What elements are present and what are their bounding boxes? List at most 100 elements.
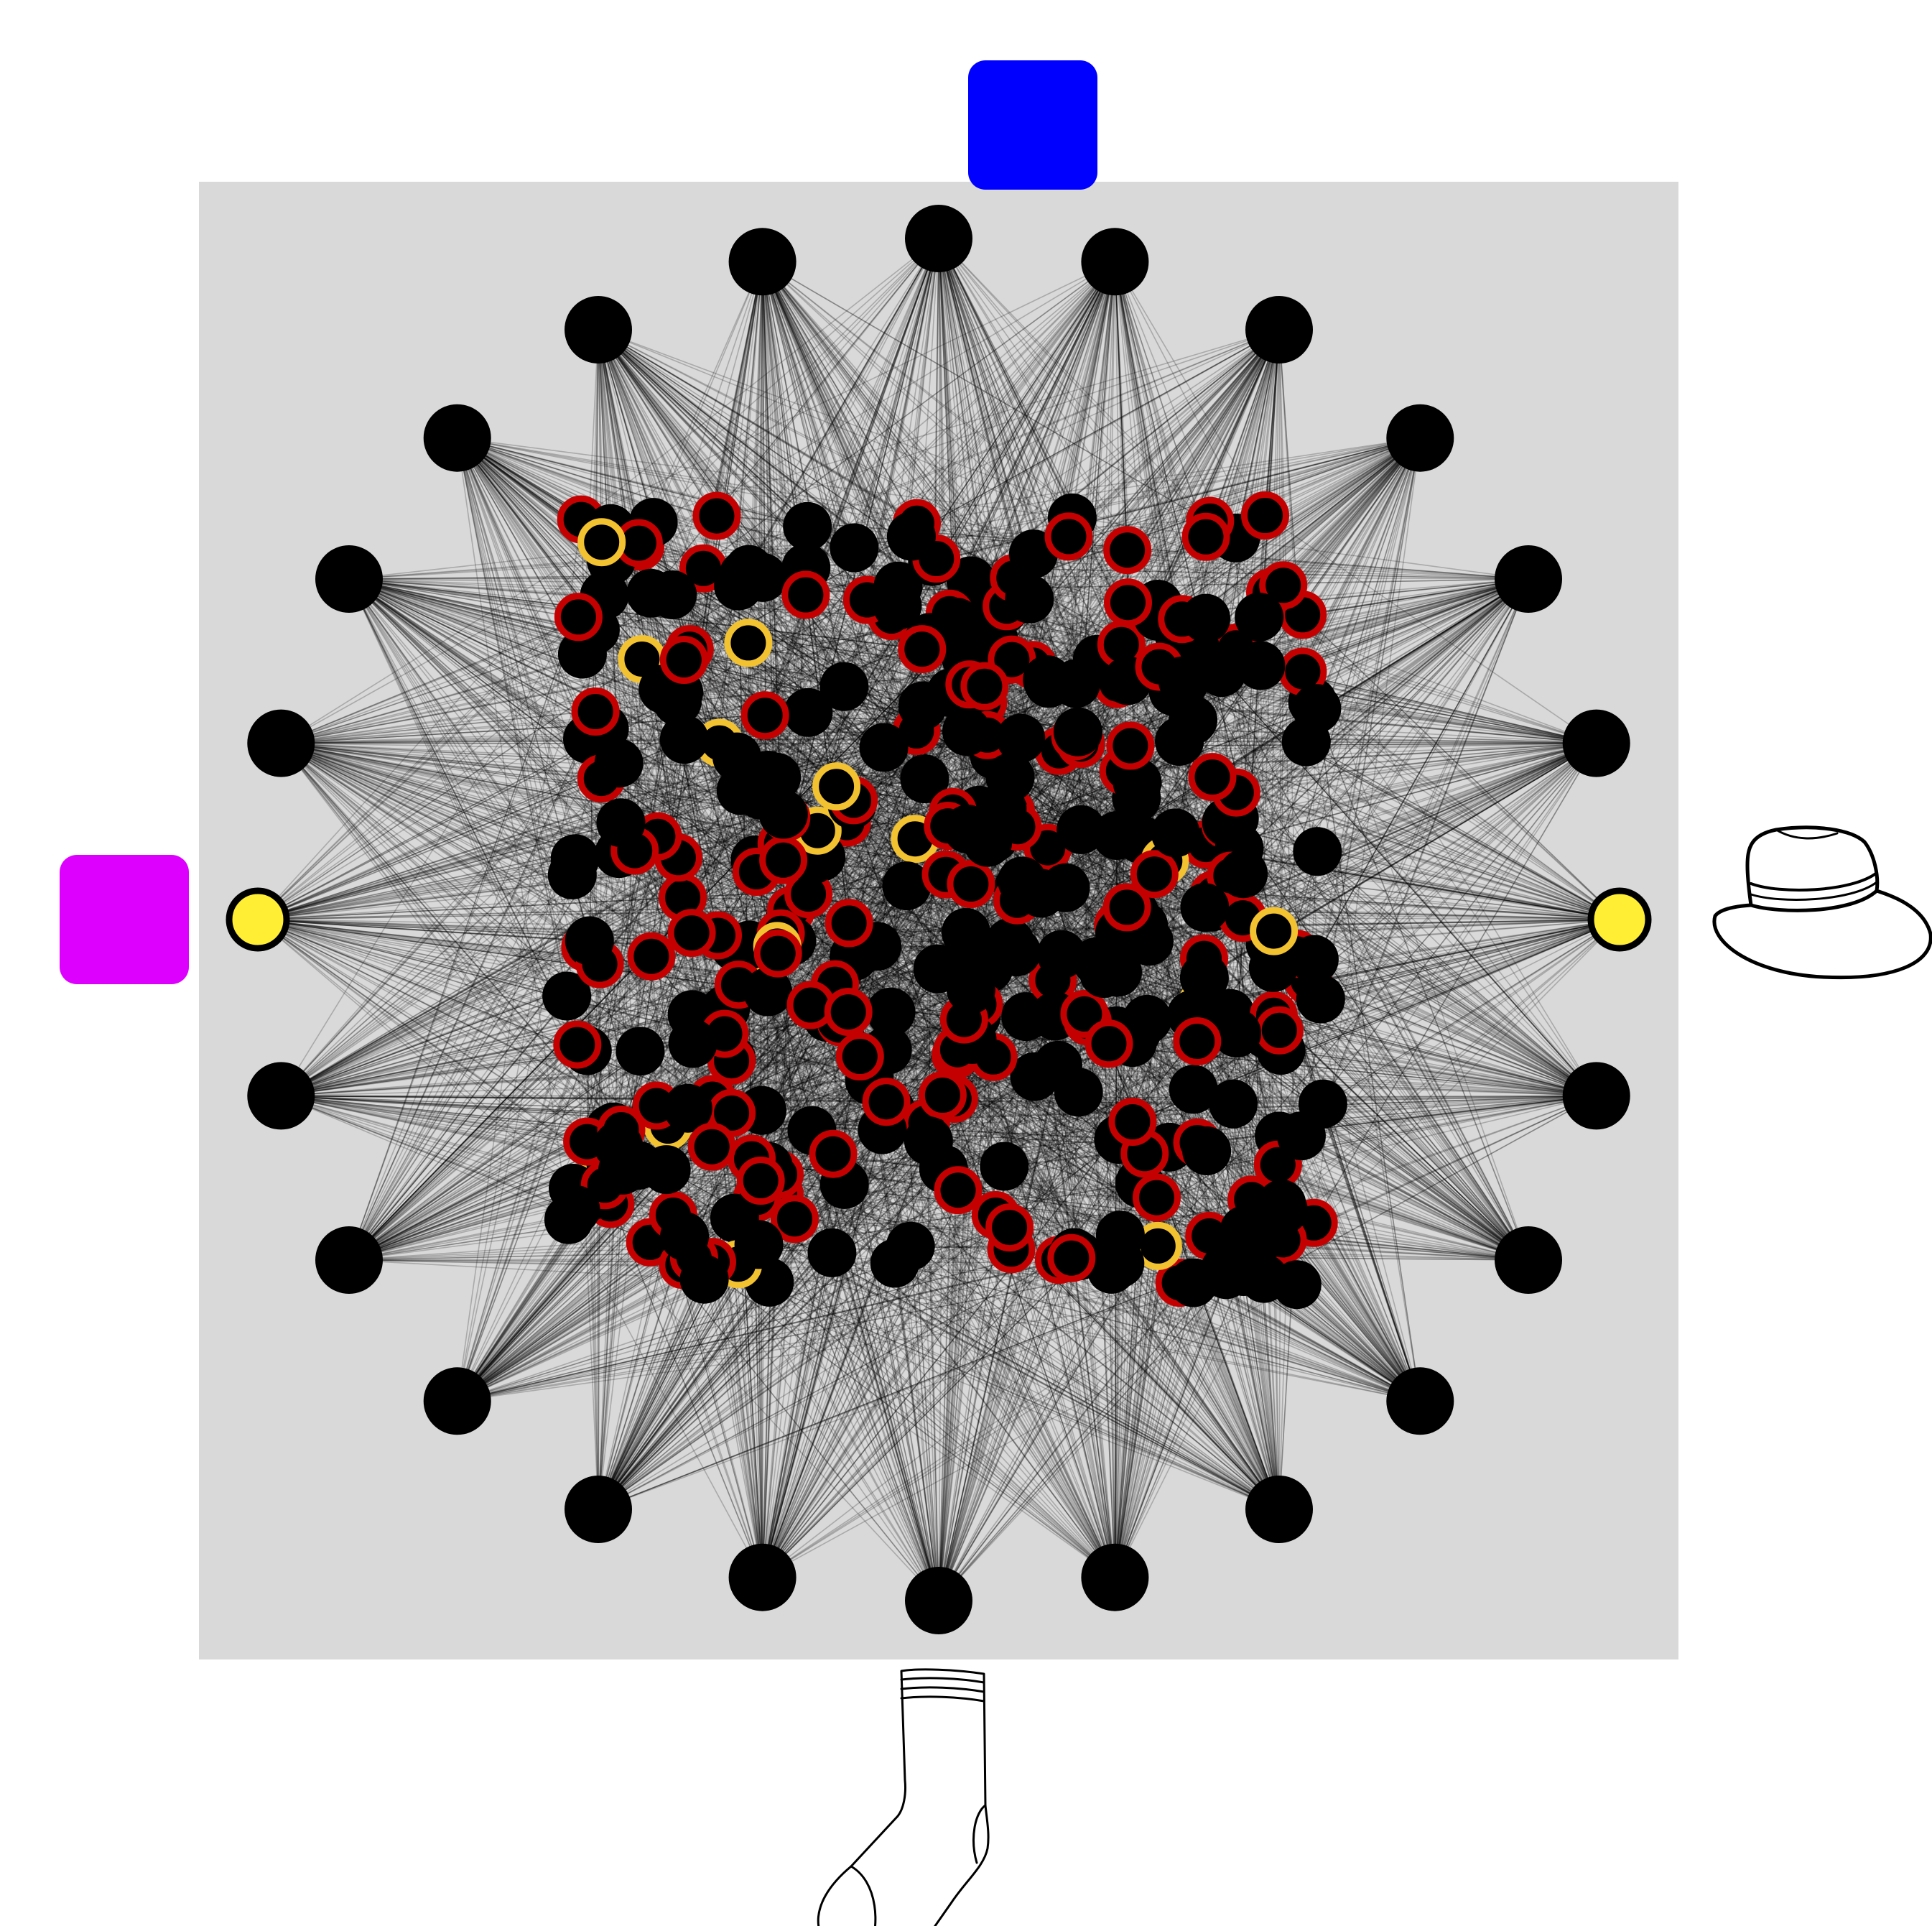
edge	[938, 238, 1073, 519]
edge	[604, 595, 749, 644]
edge	[761, 261, 845, 687]
edge	[587, 886, 1019, 1052]
edge	[938, 1135, 1280, 1601]
edge	[1114, 261, 1181, 638]
inner-cluster	[542, 491, 1347, 1310]
edge	[971, 329, 1280, 688]
edge	[281, 702, 983, 744]
outer-node	[1081, 1543, 1149, 1611]
edge	[598, 1016, 977, 1510]
edge	[1064, 261, 1116, 888]
edge	[693, 1257, 1115, 1578]
inner-node	[1239, 1254, 1288, 1303]
edge	[1243, 578, 1529, 874]
edge	[598, 1274, 1227, 1510]
inner-node	[616, 1027, 665, 1076]
inner-node	[1209, 1079, 1258, 1129]
edge	[348, 1050, 588, 1261]
edge	[853, 238, 939, 548]
edge	[1243, 917, 1620, 920]
edge	[993, 578, 1529, 839]
edge	[280, 742, 718, 936]
edge	[1114, 861, 1166, 1578]
edge	[1013, 261, 1116, 578]
edge	[598, 329, 892, 1013]
inner-node	[1235, 593, 1284, 642]
edge	[844, 1184, 1421, 1402]
edge	[1225, 824, 1529, 1261]
edge	[457, 437, 808, 527]
edge	[1157, 743, 1597, 1246]
edge	[1204, 742, 1597, 908]
edge	[894, 1262, 1421, 1402]
edge	[348, 578, 781, 934]
edge	[1322, 1103, 1421, 1402]
edge	[716, 238, 939, 517]
edge	[1316, 851, 1529, 1261]
edge	[1114, 652, 1198, 1578]
edge	[761, 719, 1194, 1578]
edge	[348, 578, 787, 818]
inner-node-red-ring	[918, 1071, 967, 1119]
inner-node	[1248, 943, 1298, 992]
edge	[457, 1032, 1237, 1402]
inner-node	[996, 713, 1046, 763]
outer-node	[565, 296, 632, 364]
edge	[598, 329, 1184, 685]
outer-node	[728, 228, 797, 296]
inner-node	[904, 1116, 953, 1165]
inner-node-red-ring	[1106, 721, 1155, 770]
edge	[281, 1095, 887, 1103]
edge	[457, 998, 1322, 1402]
edge	[712, 1261, 1115, 1578]
edge	[1278, 1029, 1529, 1261]
edge	[970, 989, 1116, 1578]
edge	[457, 437, 1073, 519]
edge	[1114, 261, 1207, 537]
edge	[281, 1095, 605, 1186]
inner-node-yellow-ring	[1250, 907, 1299, 955]
edge	[598, 1016, 977, 1510]
edge	[1311, 701, 1529, 1261]
edge	[969, 684, 1529, 1261]
edge	[1074, 736, 1280, 1136]
edge	[281, 742, 777, 778]
edge	[1002, 742, 1597, 810]
edge	[1221, 672, 1529, 1261]
edge	[761, 261, 973, 1040]
edge	[280, 742, 718, 936]
edge	[281, 983, 739, 1097]
edge	[257, 595, 605, 920]
edge	[947, 742, 1597, 827]
edge	[761, 261, 899, 587]
edge	[280, 594, 807, 1096]
edge	[1114, 1274, 1227, 1578]
edge	[938, 238, 1211, 522]
edge	[348, 1050, 641, 1261]
edge	[653, 238, 939, 523]
inner-node-red-ring	[960, 662, 1009, 710]
edge	[740, 742, 1597, 792]
edge	[1269, 592, 1620, 920]
edge	[1080, 743, 1597, 1097]
inner-node	[734, 1220, 784, 1269]
inner-node	[1258, 1185, 1308, 1235]
edge	[761, 637, 931, 1578]
edge	[280, 826, 793, 1097]
edge	[1212, 578, 1529, 778]
hat-icon	[1712, 825, 1932, 980]
edge	[817, 238, 939, 831]
edge	[672, 261, 763, 596]
edge	[1273, 437, 1421, 968]
inner-node-red-ring	[934, 1166, 983, 1215]
inner-node-red-ring	[1188, 753, 1237, 802]
edge	[1179, 741, 1597, 744]
edge	[1157, 743, 1597, 1246]
edge	[1017, 742, 1597, 901]
edge	[572, 578, 1529, 876]
edge	[598, 1142, 1198, 1510]
edge	[1320, 998, 1597, 1097]
edge	[572, 874, 1280, 1510]
edge	[456, 437, 567, 996]
edge	[1212, 578, 1529, 778]
